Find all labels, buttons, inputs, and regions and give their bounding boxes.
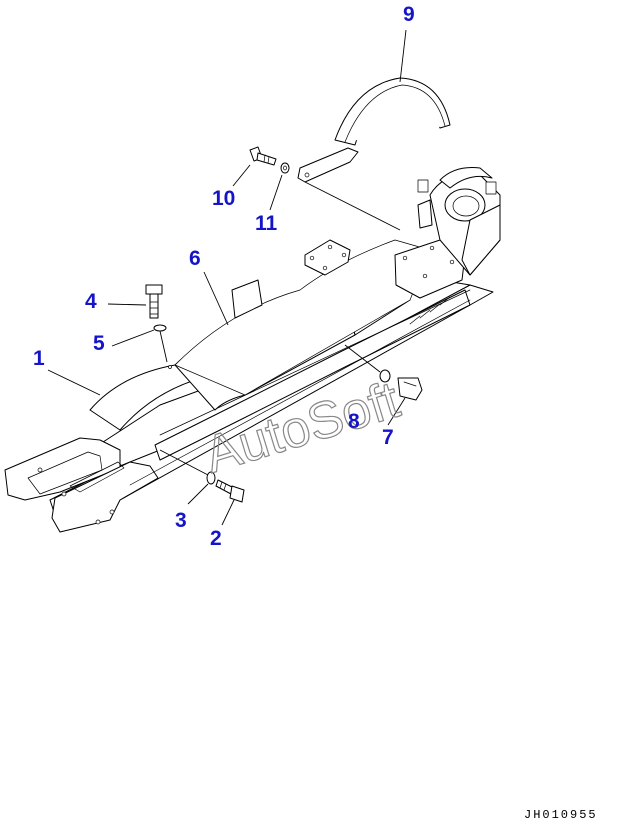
leader-fender-to-frame	[304, 181, 401, 231]
leader-2	[221, 499, 235, 526]
bolt-4-shank	[149, 293, 159, 319]
drawing-number: JH010955	[524, 808, 598, 822]
inspection-plate	[304, 239, 351, 276]
fork-hole-3	[95, 519, 101, 525]
leader-washer3-to-frame	[159, 449, 209, 476]
fender-bracket	[297, 147, 359, 183]
fork-hole-1	[37, 467, 43, 473]
callout-6: 6	[189, 247, 201, 270]
callout-labels: 9 10 11 6 4 5 1 8 7 3 2	[33, 3, 415, 550]
callout-11: 11	[255, 212, 278, 235]
fender-bracket-hole	[304, 172, 310, 178]
leader-11	[269, 174, 283, 211]
plate-bolt-1	[309, 255, 315, 261]
rear-bolt-2	[429, 245, 435, 251]
rear-bracket	[394, 167, 501, 299]
leader-4	[107, 303, 147, 306]
callout-3: 3	[175, 509, 187, 532]
frame-cover	[89, 239, 431, 431]
leader-1	[47, 369, 101, 396]
plate-bolt-4	[322, 265, 328, 271]
bolt-2-thread-1	[219, 481, 223, 489]
washer-5	[153, 324, 167, 332]
callout-8: 8	[348, 410, 360, 433]
rear-bolt-3	[449, 259, 455, 265]
rail-hatch-1	[439, 296, 451, 306]
fork-hole-2	[61, 491, 67, 497]
fender-inner-band	[344, 84, 446, 143]
washer-8	[379, 369, 391, 383]
bolt-4-washer-5	[145, 284, 167, 332]
cover-top-face	[174, 239, 431, 396]
clip-7-detail	[403, 381, 417, 387]
bolt-4-head	[145, 284, 163, 295]
leader-3	[187, 483, 209, 505]
cap-bolt-right	[485, 181, 497, 195]
fork-hole-4	[109, 509, 115, 515]
callout-9: 9	[403, 3, 415, 26]
clip-7-washer-8	[379, 369, 423, 401]
fork-inner-slot	[69, 461, 125, 493]
bracket-side-plate	[461, 204, 501, 276]
rail-hatch-2	[429, 303, 441, 313]
rear-bolt-4	[422, 273, 428, 279]
rail-line-2	[129, 299, 471, 486]
bolt-2-thread-2	[223, 483, 227, 491]
front-fork-right	[51, 461, 159, 533]
grease-fitting	[417, 199, 433, 229]
rail-hatch-3	[419, 309, 431, 319]
bolt-2-washer-3	[206, 471, 245, 503]
rail-hatch-4	[409, 315, 421, 325]
bearing-bore-inner	[452, 195, 480, 217]
callout-4: 4	[85, 290, 97, 313]
leader-5	[111, 329, 155, 347]
bearing-cap	[439, 167, 493, 189]
frame-side-face	[154, 289, 471, 461]
leader-9	[399, 29, 407, 83]
callout-10: 10	[212, 187, 235, 210]
leader-lines	[47, 29, 407, 526]
callout-2: 2	[210, 527, 222, 550]
callout-1: 1	[33, 347, 45, 370]
clip-7	[397, 377, 423, 401]
cover-fin	[231, 279, 263, 319]
fender	[297, 77, 451, 183]
bolt-10-thread-1	[263, 154, 266, 163]
washer-3	[206, 471, 216, 485]
leader-6	[203, 271, 229, 326]
leader-8	[344, 344, 381, 373]
plate-bolt-3	[341, 252, 347, 258]
fork-inner-plate	[27, 451, 103, 495]
cover-dot	[168, 365, 172, 369]
washer-11-hole	[283, 165, 287, 171]
bolt-10-washer-11	[249, 146, 290, 174]
cap-bolt-left	[417, 179, 429, 193]
bolt-2-head	[229, 485, 245, 503]
callout-5: 5	[93, 332, 105, 355]
leader-7	[387, 397, 406, 426]
bolt-10-thread-2	[267, 156, 270, 164]
bolt-10-shank	[256, 152, 277, 166]
rear-bolt-1	[402, 255, 408, 261]
rail-line-1	[159, 289, 471, 436]
callout-7: 7	[382, 426, 394, 449]
plate-bolt-2	[327, 244, 333, 250]
leader-10	[232, 164, 251, 187]
leader-washer5-to-cover	[159, 330, 168, 363]
